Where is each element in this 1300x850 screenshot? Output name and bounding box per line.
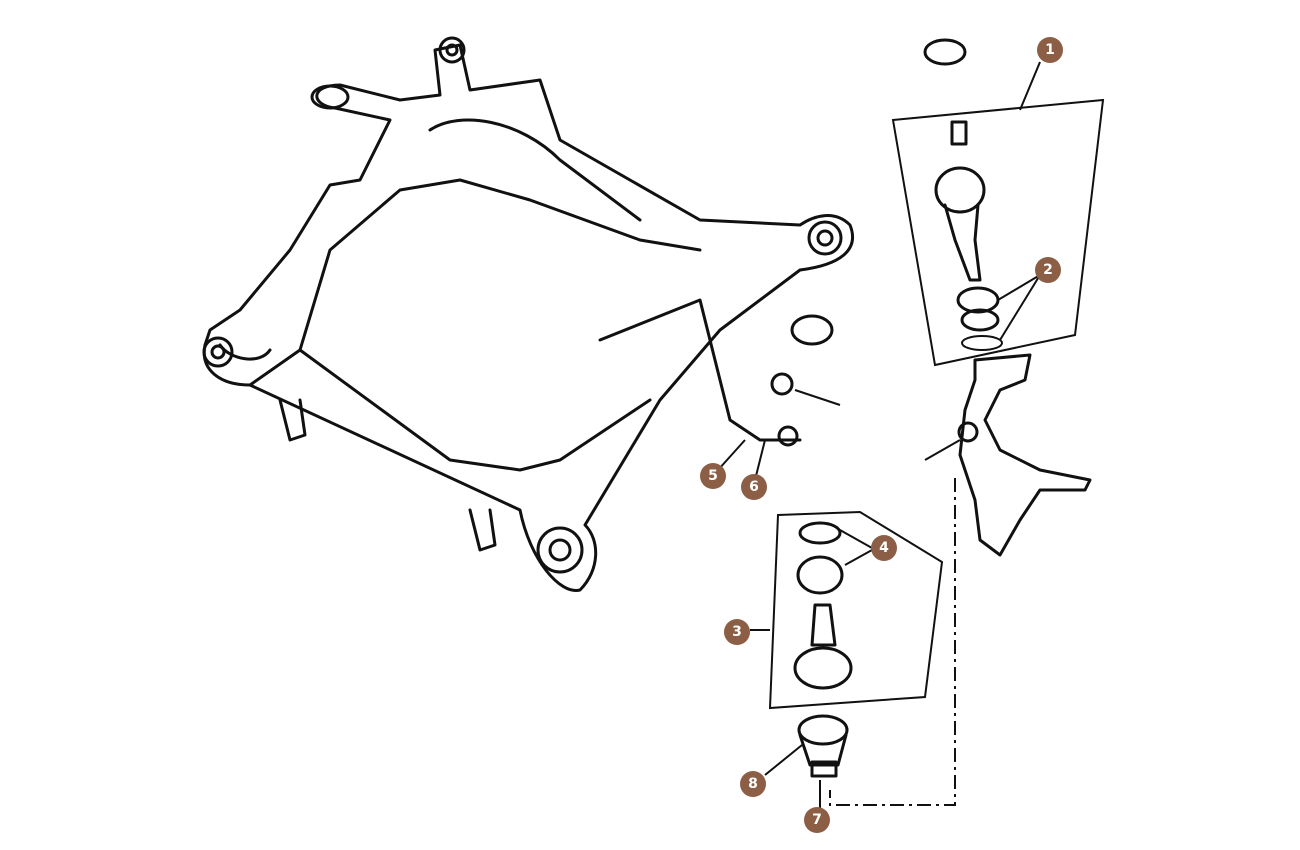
callout-2[interactable]: 2 xyxy=(1035,257,1061,283)
callout-3[interactable]: 3 xyxy=(724,619,750,645)
assembly-line xyxy=(829,478,956,806)
callout-4[interactable]: 4 xyxy=(871,535,897,561)
callout-8[interactable]: 8 xyxy=(740,771,766,797)
callout-6[interactable]: 6 xyxy=(741,474,767,500)
callout-5[interactable]: 5 xyxy=(700,463,726,489)
callout-1[interactable]: 1 xyxy=(1037,37,1063,63)
callout-7[interactable]: 7 xyxy=(804,807,830,833)
front-subframe xyxy=(202,36,854,592)
upper-ball-joint-kit xyxy=(891,38,1105,367)
lower-ball-joint-kit xyxy=(717,439,944,808)
steering-knuckle xyxy=(924,353,1092,557)
